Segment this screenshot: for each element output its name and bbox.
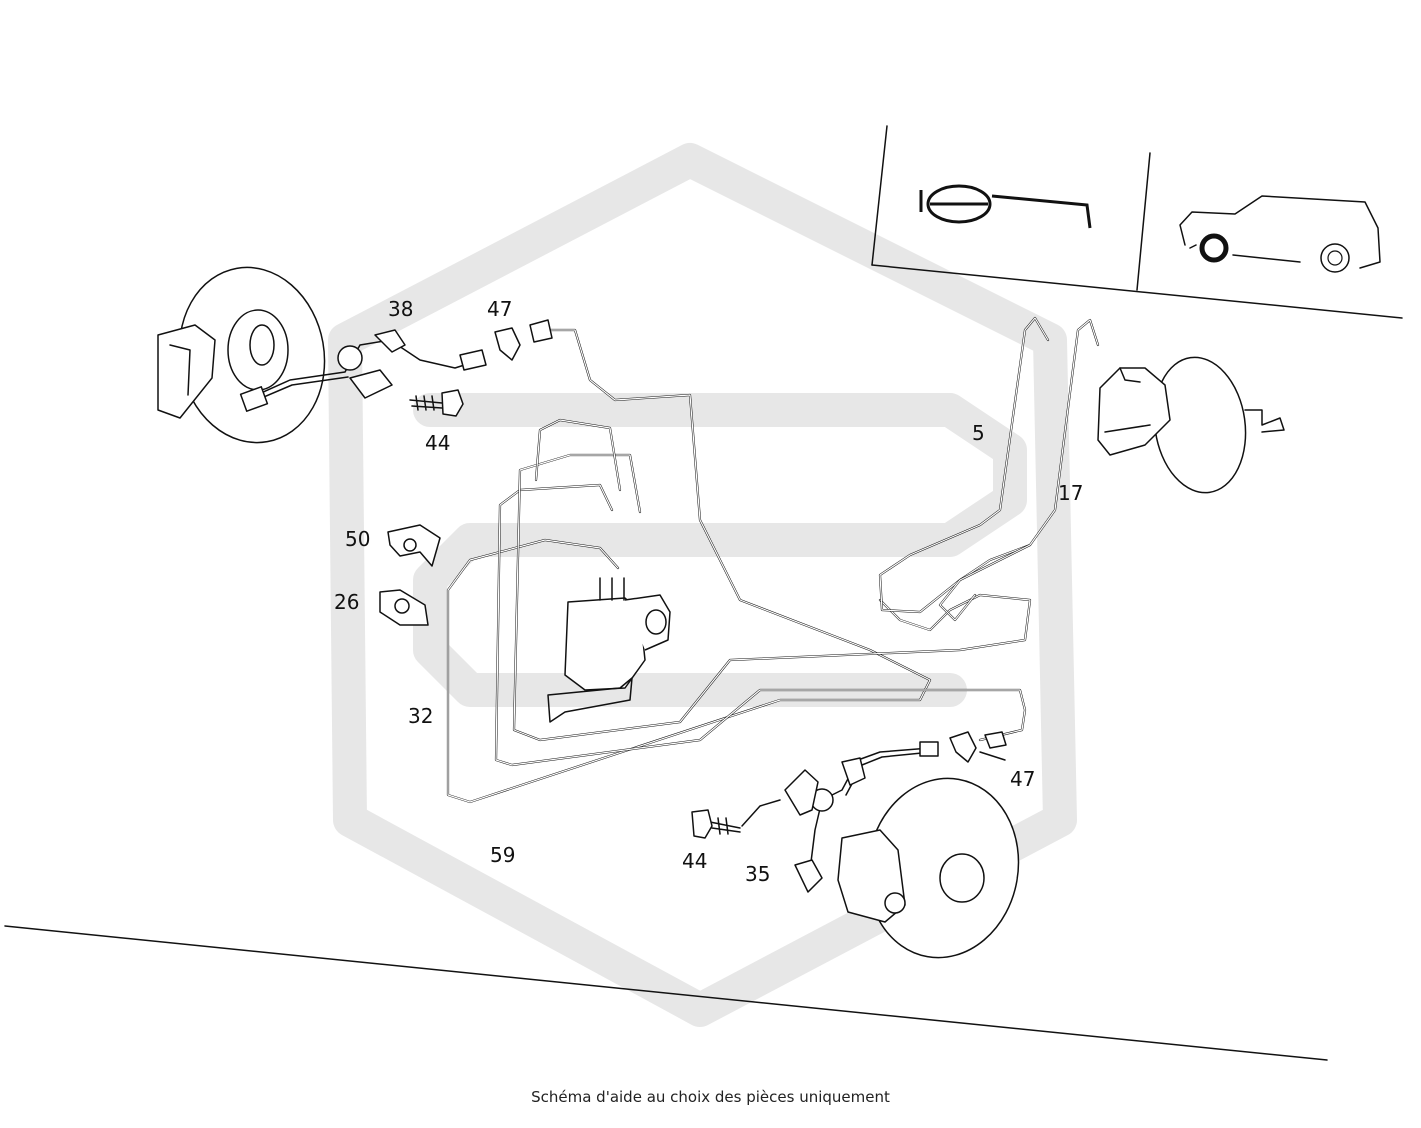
callout-44-bottom: 44 xyxy=(682,849,707,873)
abs-hydraulic-unit xyxy=(547,577,671,723)
left-brake-hose-assembly xyxy=(239,319,553,417)
callout-59: 59 xyxy=(490,843,515,867)
brake-booster-master-cylinder xyxy=(1097,356,1285,494)
front-left-brake-disc xyxy=(157,266,326,444)
orientation-inset xyxy=(871,125,1403,319)
callout-17: 17 xyxy=(1058,481,1083,505)
steering-wheel-icon xyxy=(919,184,1092,229)
callout-32: 32 xyxy=(408,704,433,728)
callout-35: 35 xyxy=(745,862,770,886)
leader-lines xyxy=(979,751,1006,761)
brake-pipes xyxy=(446,316,1100,804)
disclaimer-caption: Schéma d'aide au choix des pièces unique… xyxy=(531,1088,890,1106)
right-brake-hose-assembly xyxy=(691,731,1007,893)
front-right-brake-disc xyxy=(837,777,1020,959)
callout-47-top: 47 xyxy=(487,297,512,321)
callout-38: 38 xyxy=(388,297,413,321)
callout-labels: 38 47 44 5 17 50 26 32 59 44 35 47 xyxy=(334,297,1083,886)
clip-50 xyxy=(387,524,441,567)
callout-47-bottom: 47 xyxy=(1010,767,1035,791)
ground-line xyxy=(4,925,1328,1061)
callout-50: 50 xyxy=(345,527,370,551)
callout-26: 26 xyxy=(334,590,359,614)
car-rear-wheel-icon xyxy=(1179,195,1381,273)
callout-44-top: 44 xyxy=(425,431,450,455)
clip-26 xyxy=(379,589,429,626)
callout-5: 5 xyxy=(972,421,985,445)
